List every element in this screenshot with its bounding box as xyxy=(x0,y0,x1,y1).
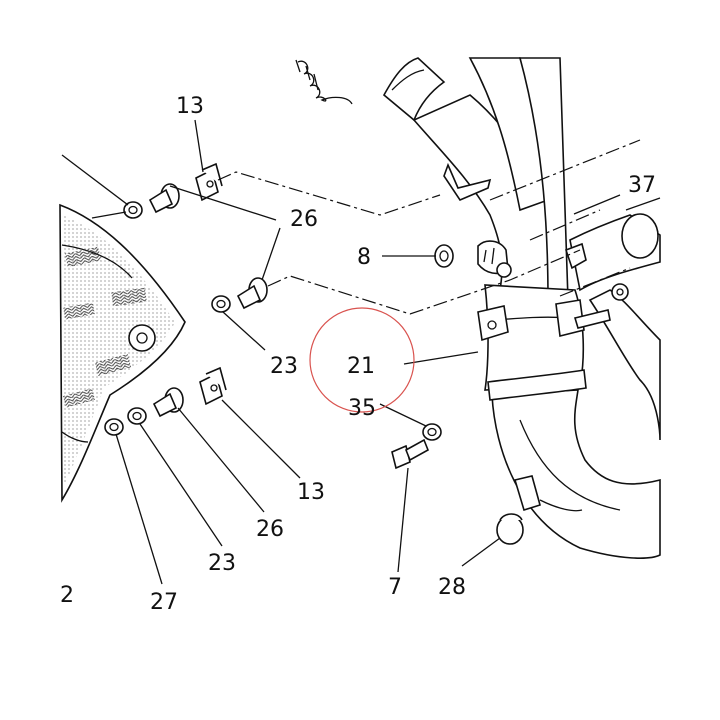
spring xyxy=(295,59,353,105)
bolt-7 xyxy=(391,438,430,470)
part-label-23-upper: 23 xyxy=(270,354,298,379)
washer-27 xyxy=(104,418,124,436)
washer-upper xyxy=(123,201,143,219)
washer-35 xyxy=(422,423,442,441)
part-label-26-upper: 26 xyxy=(290,207,318,232)
part-label-13-upper: 13 xyxy=(176,94,204,119)
part-label-8: 8 xyxy=(357,245,371,270)
part-label-28: 28 xyxy=(438,575,466,600)
assembly-axes xyxy=(217,139,641,315)
cap-28 xyxy=(496,513,524,545)
part-label-7: 7 xyxy=(388,575,402,600)
part-label-37: 37 xyxy=(628,173,656,198)
grommet-26-lower xyxy=(152,387,184,418)
part-label-26-lower: 26 xyxy=(256,517,284,542)
heat-shield-panel xyxy=(59,203,186,503)
part-label-27: 27 xyxy=(150,590,178,615)
grommet-8 xyxy=(434,244,454,268)
washer-23-lower xyxy=(127,407,147,425)
washer-23-middle xyxy=(211,295,231,313)
part-label-35: 35 xyxy=(348,396,376,421)
part-label-2: 2 xyxy=(60,583,74,608)
highlight-circle xyxy=(309,307,415,413)
part-label-21: 21 xyxy=(347,354,375,379)
clip-nut-13-upper xyxy=(195,162,223,202)
part-label-13-lower: 13 xyxy=(297,480,325,505)
grommet-26-upper xyxy=(148,183,180,214)
exhaust-pipes xyxy=(382,57,661,559)
leader-lines xyxy=(61,119,661,585)
part-label-23-lower: 23 xyxy=(208,551,236,576)
clip-nut-13-lower xyxy=(199,366,227,406)
grommet-26-middle xyxy=(236,277,268,310)
